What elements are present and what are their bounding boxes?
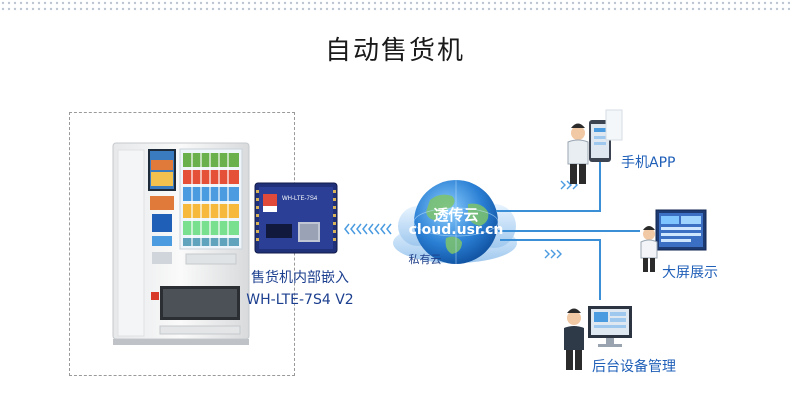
client-chevrons [544,180,578,259]
signal-chevrons [344,223,392,235]
chip-label: WH-LTE-7S4 [282,196,318,202]
desktop-user-icon [564,306,632,370]
vending-machine-icon [112,142,250,345]
page-title: 自动售货机 [324,36,465,66]
top-dotted-border [0,0,790,12]
connection-lines [496,140,640,300]
lte-module-chip: WH-LTE-7S4 [254,182,338,254]
client-label-backend: 后台设备管理 [592,359,676,375]
phone-user-icon [567,109,623,184]
private-cloud-label: 私有云 [408,253,442,266]
cloud-name: 透传云 [433,206,479,224]
globe-icon [413,180,499,264]
module-caption-line2: WH-LTE-7S4 V2 [246,292,354,308]
big-screen-user-icon [640,209,707,272]
client-label-phone-app: 手机APP [621,155,676,171]
module-caption-line1: 售货机内部嵌入 [251,270,349,286]
cloud-url: cloud.usr.cn [408,222,504,238]
client-label-big-screen: 大屏展示 [662,265,718,281]
